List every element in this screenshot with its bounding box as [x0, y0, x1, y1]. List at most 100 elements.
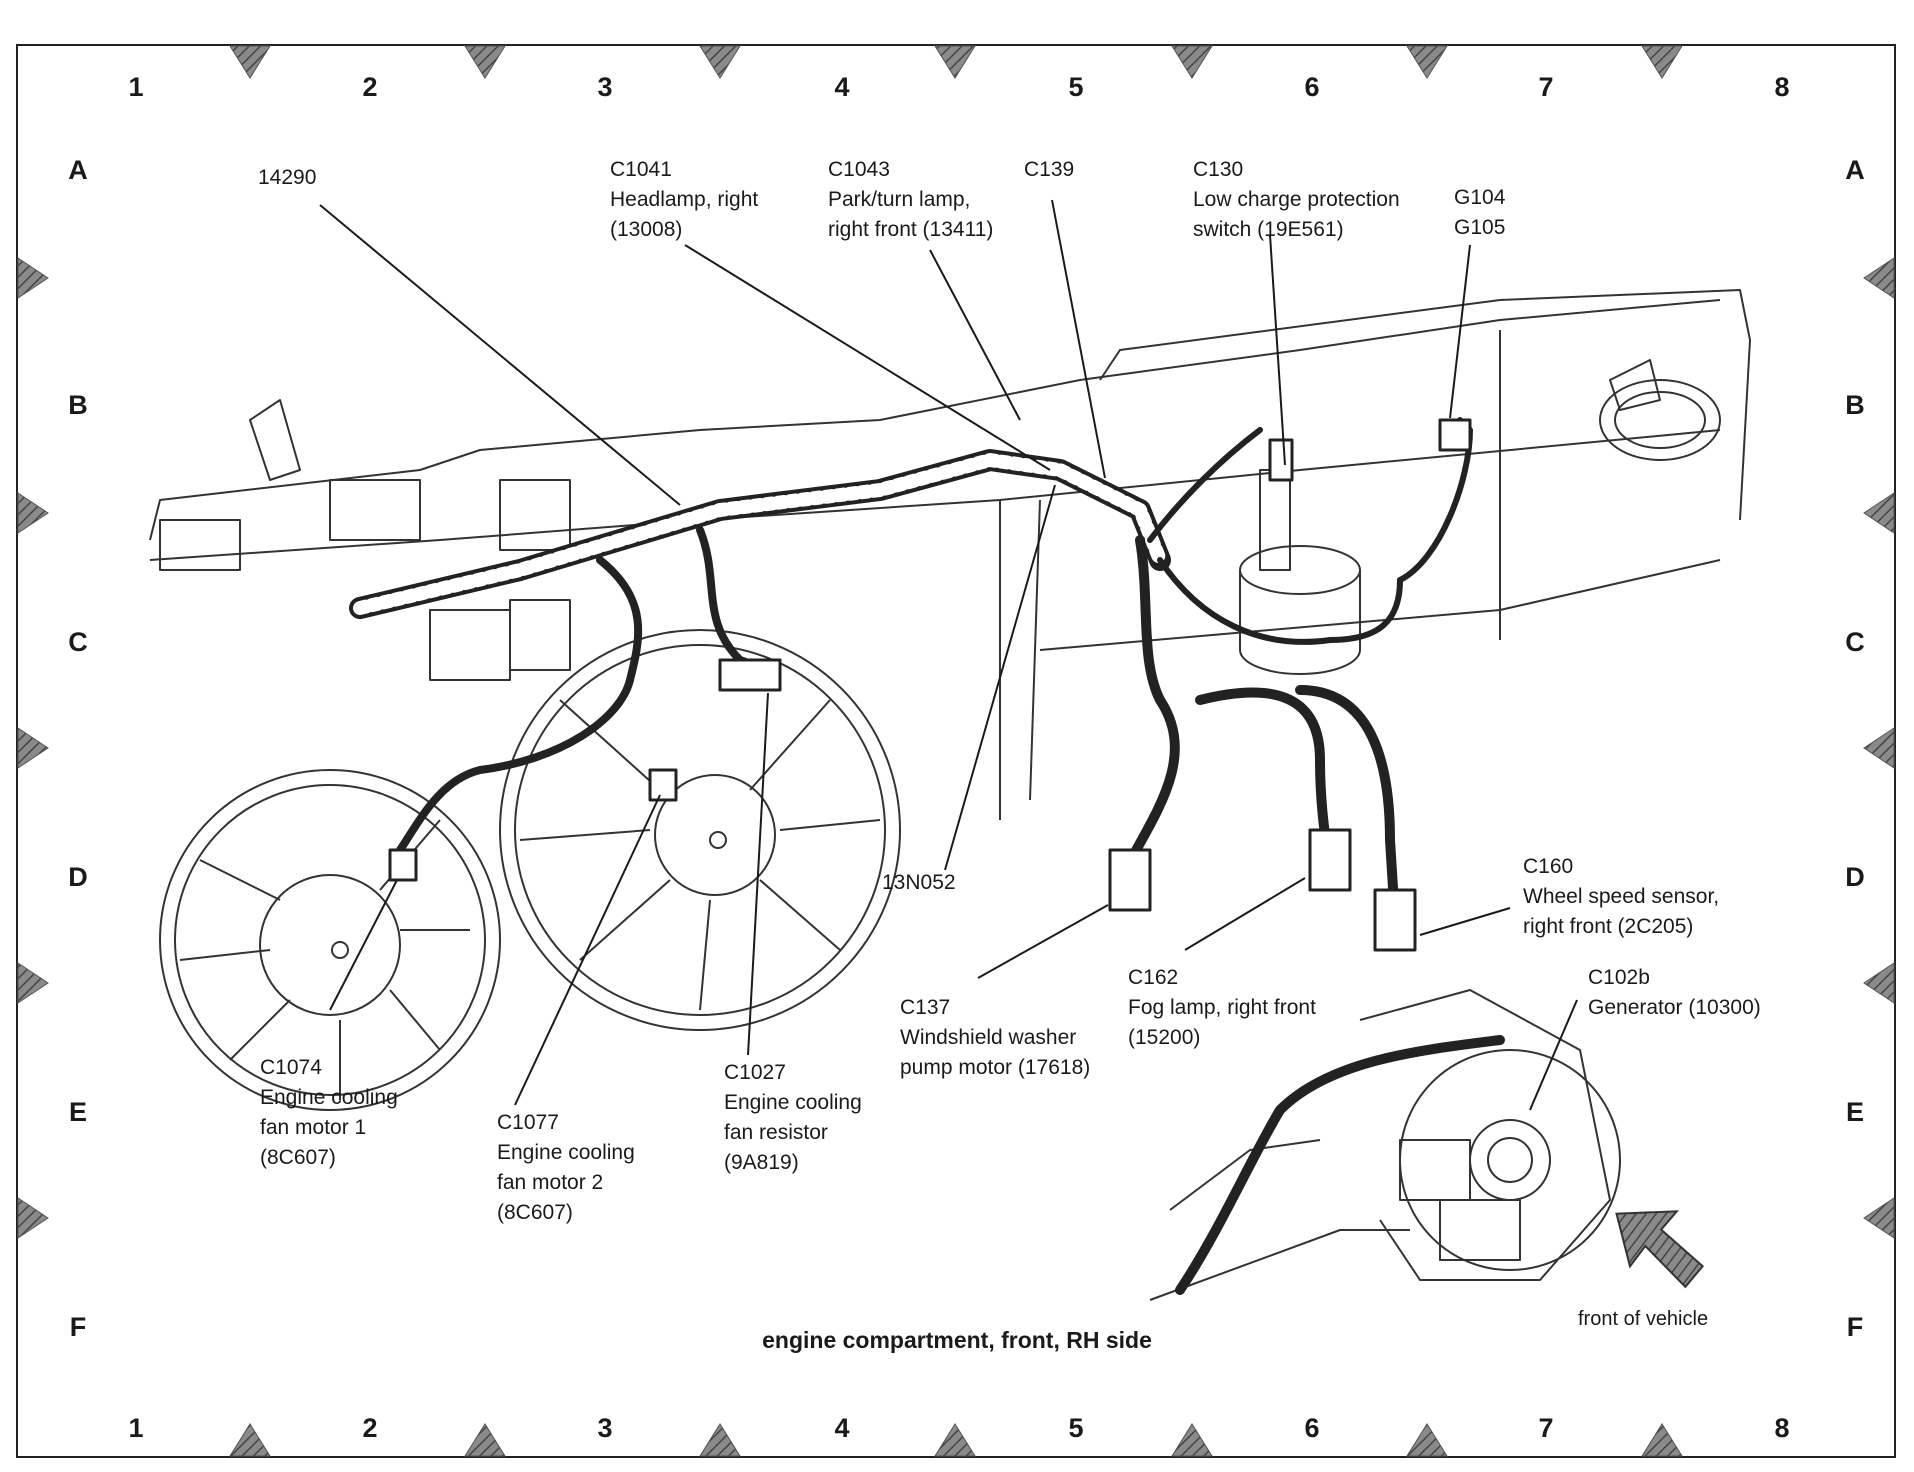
grid-marker-bottom [464, 1423, 506, 1457]
callout-c130-id: C130 [1193, 158, 1244, 181]
grid-markers [17, 45, 1895, 1457]
callout-14290: 14290 [258, 163, 316, 193]
callout-c139: C139 [1024, 155, 1074, 185]
grid-col-bottom-2: 2 [362, 1413, 378, 1443]
callout-c1077-part: (8C607) [497, 1201, 573, 1224]
grid-col-top-5: 5 [1068, 72, 1084, 102]
grid-col-bottom-3: 3 [597, 1413, 613, 1443]
diagram-caption: engine compartment, front, RH side [762, 1327, 1152, 1353]
grid-row-right-D: D [1845, 862, 1865, 892]
grid-marker-left [17, 962, 49, 1004]
grid-marker-bottom [1406, 1423, 1448, 1457]
grid-marker-left [17, 492, 49, 534]
callout-c130-name: Low charge protection [1193, 188, 1400, 211]
callout-c1043-part: right front (13411) [828, 218, 994, 241]
grid-col-top-1: 1 [128, 72, 144, 102]
grid-row-right-B: B [1845, 390, 1865, 420]
callout-c102b-name: Generator (10300) [1588, 996, 1761, 1019]
callout-c1077: C1077 Engine cooling fan motor 2 (8C607) [497, 1108, 635, 1228]
callout-c1043: C1043 Park/turn lamp, right front (13411… [828, 155, 993, 245]
grid-row-left-D: D [68, 862, 88, 892]
callout-c137-id: C137 [900, 996, 951, 1019]
callout-c102b-id: C102b [1588, 966, 1650, 989]
callout-13n052-line: 13N052 [882, 871, 956, 894]
grid-col-bottom-6: 6 [1304, 1413, 1320, 1443]
grid-marker-right [1863, 492, 1895, 534]
front-arrow-icon [1615, 1210, 1705, 1289]
callout-c162-part: (15200) [1128, 1026, 1201, 1049]
callout-c160-id: C160 [1523, 855, 1574, 878]
grid-row-left-E: E [68, 1097, 87, 1127]
grid-marker-right [1863, 962, 1895, 1004]
grid-marker-top [1171, 45, 1213, 79]
leader-lines [319, 199, 1578, 1111]
callout-c1074: C1074 Engine cooling fan motor 1 (8C607) [260, 1053, 398, 1173]
grid-col-top-4: 4 [834, 72, 850, 102]
callout-c1074-part: (8C607) [260, 1146, 336, 1169]
diagram-frame [16, 44, 1896, 1458]
grid-row-right-F: F [1846, 1312, 1864, 1342]
grid-marker-top [1406, 45, 1448, 79]
callout-c160-name: Wheel speed sensor, [1523, 885, 1720, 908]
callout-c162: C162 Fog lamp, right front (15200) [1128, 963, 1316, 1053]
grid-marker-right [1863, 727, 1895, 769]
grid-marker-bottom [1171, 1423, 1213, 1457]
callout-c102b: C102b Generator (10300) [1588, 963, 1761, 1023]
callout-g104-g105: G104 G105 [1454, 183, 1505, 243]
callout-c1027-id: C1027 [724, 1061, 786, 1084]
callout-c137-part: pump motor (17618) [900, 1056, 1091, 1079]
callout-c1074-id: C1074 [260, 1056, 322, 1079]
grid-row-left-A: A [68, 155, 88, 185]
grid-marker-top [464, 45, 506, 79]
grid-marker-bottom [699, 1423, 741, 1457]
grid-marker-top [934, 45, 976, 79]
front-of-vehicle-label: front of vehicle [1578, 1308, 1709, 1330]
grid-marker-bottom [1641, 1423, 1683, 1457]
callout-c137-name: Windshield washer [900, 1026, 1077, 1049]
grid-col-top-7: 7 [1538, 72, 1554, 102]
grid-marker-bottom [934, 1423, 976, 1457]
callout-c160: C160 Wheel speed sensor, right front (2C… [1523, 852, 1719, 942]
callout-g105: G105 [1454, 216, 1506, 239]
callout-c162-id: C162 [1128, 966, 1179, 989]
callout-c137: C137 Windshield washer pump motor (17618… [900, 993, 1090, 1083]
callout-13n052: 13N052 [882, 868, 956, 898]
callout-c1027-part: (9A819) [724, 1151, 799, 1174]
callout-c139-id: C139 [1024, 158, 1075, 181]
engine-compartment-drawing [149, 289, 1751, 1301]
grid-marker-left [17, 257, 49, 299]
grid-row-left-B: B [68, 390, 88, 420]
wiring-harness [349, 417, 1505, 1295]
callout-c1041-name: Headlamp, right [610, 188, 759, 211]
grid-col-top-3: 3 [597, 72, 613, 102]
callout-c1027-desc: fan resistor [724, 1121, 828, 1144]
callout-c160-part: right front (2C205) [1523, 915, 1694, 938]
callout-c1041-id: C1041 [610, 158, 672, 181]
grid-col-bottom-7: 7 [1538, 1413, 1554, 1443]
grid-col-top-6: 6 [1304, 72, 1320, 102]
callout-c1077-id: C1077 [497, 1111, 559, 1134]
callout-c130-part: switch (19E561) [1193, 218, 1344, 241]
grid-row-right-A: A [1845, 155, 1865, 185]
grid-marker-left [17, 1197, 49, 1239]
grid-row-left-F: F [69, 1312, 87, 1342]
callout-c162-name: Fog lamp, right front [1128, 996, 1316, 1019]
grid-marker-top [699, 45, 741, 79]
grid-row-left-C: C [68, 627, 88, 657]
callout-c1043-id: C1043 [828, 158, 890, 181]
grid-marker-top [1641, 45, 1683, 79]
grid-col-bottom-5: 5 [1068, 1413, 1084, 1443]
grid-col-top-8: 8 [1774, 72, 1790, 102]
grid-marker-top [229, 45, 271, 79]
callout-c1074-name: Engine cooling [260, 1086, 398, 1109]
grid-marker-left [17, 727, 49, 769]
callout-g104: G104 [1454, 186, 1506, 209]
grid-marker-bottom [229, 1423, 271, 1457]
grid-col-top-2: 2 [362, 72, 378, 102]
grid-row-right-E: E [1845, 1097, 1864, 1127]
callout-c1027-name: Engine cooling [724, 1091, 862, 1114]
callout-c1077-name: Engine cooling [497, 1141, 635, 1164]
callout-14290-line: 14290 [258, 166, 317, 189]
callout-c1077-desc: fan motor 2 [497, 1171, 604, 1194]
